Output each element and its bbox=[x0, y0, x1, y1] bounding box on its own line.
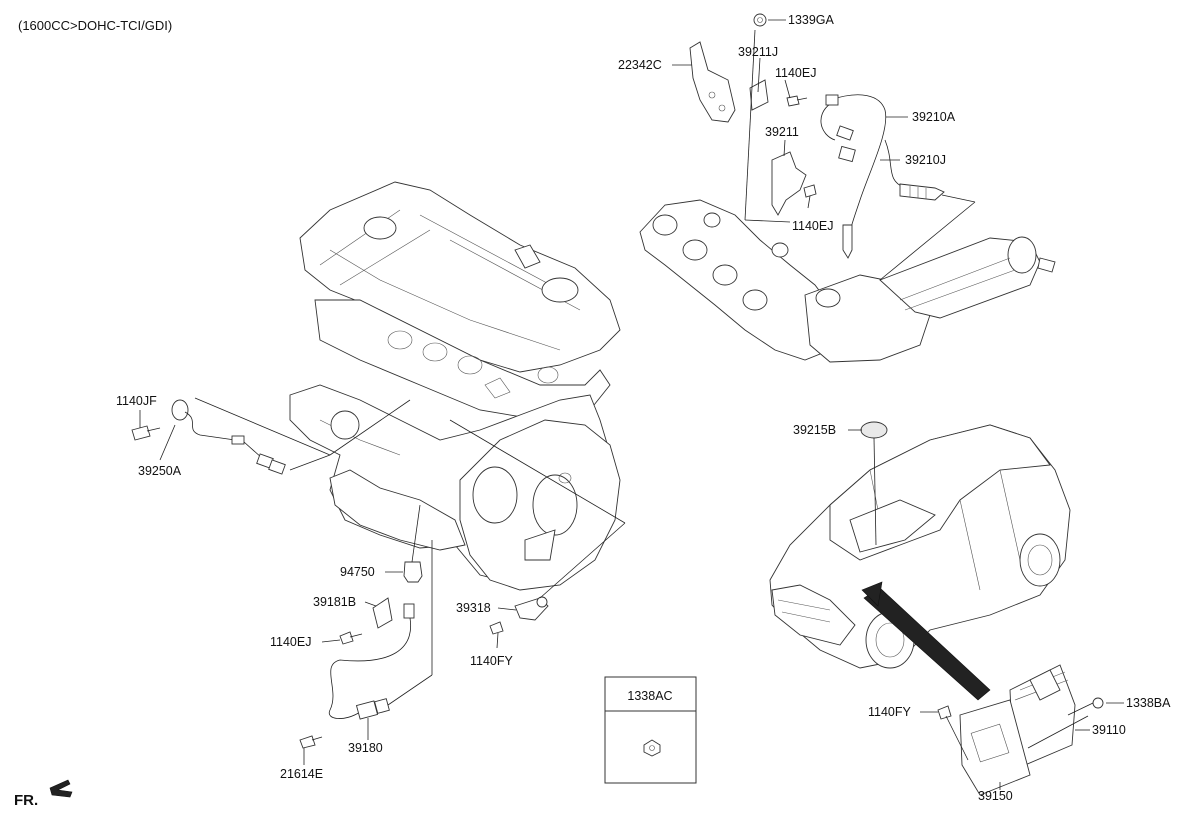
label-39215B: 39215B bbox=[793, 423, 836, 437]
label-1140FY-right: 1140FY bbox=[868, 705, 912, 719]
engine-note: (1600CC>DOHC-TCI/GDI) bbox=[18, 18, 172, 33]
label-21614E: 21614E bbox=[280, 767, 323, 781]
label-39150: 39150 bbox=[978, 789, 1013, 803]
label-1339GA: 1339GA bbox=[788, 13, 835, 27]
label-39318: 39318 bbox=[456, 601, 491, 615]
exhaust-manifold-assembly bbox=[639, 199, 1056, 363]
nut-icon bbox=[643, 739, 661, 757]
label-39110: 39110 bbox=[1092, 723, 1126, 737]
ecu-assembly bbox=[937, 664, 1104, 796]
label-39210A: 39210A bbox=[912, 110, 956, 124]
oxygen-sensor-group bbox=[689, 13, 976, 281]
label-22342C: 22342C bbox=[618, 58, 662, 72]
front-indicator-label: FR. bbox=[14, 792, 38, 809]
label-1140EJ-top: 1140EJ bbox=[775, 66, 816, 80]
label-1338BA: 1338BA bbox=[1126, 696, 1171, 710]
label-1140EJ-low: 1140EJ bbox=[270, 635, 311, 649]
label-1140JF: 1140JF bbox=[116, 394, 157, 408]
inset-box-title: 1338AC bbox=[627, 689, 672, 703]
label-94750: 94750 bbox=[340, 565, 375, 579]
leader-lines bbox=[139, 19, 1124, 790]
label-39211: 39211 bbox=[765, 125, 799, 139]
knock-sensor-group bbox=[131, 397, 411, 475]
inset-box-1338AC: 1338AC bbox=[604, 676, 697, 784]
label-1140EJ-mid: 1140EJ bbox=[792, 219, 833, 233]
label-39181B: 39181B bbox=[313, 595, 356, 609]
part-labels: 1339GA 22342C 39211J 1140EJ 39210A 39211… bbox=[116, 13, 1171, 803]
front-arrow-icon bbox=[49, 779, 73, 798]
label-39180: 39180 bbox=[348, 741, 383, 755]
label-1140FY-mid: 1140FY bbox=[470, 654, 514, 668]
lower-sensor-group bbox=[299, 419, 626, 749]
label-39210J: 39210J bbox=[905, 153, 946, 167]
label-39211J: 39211J bbox=[738, 45, 778, 59]
vehicle-illustration bbox=[769, 421, 1071, 701]
engine-assembly bbox=[289, 181, 621, 591]
front-indicator: FR. bbox=[14, 779, 73, 809]
label-39250A: 39250A bbox=[138, 464, 182, 478]
